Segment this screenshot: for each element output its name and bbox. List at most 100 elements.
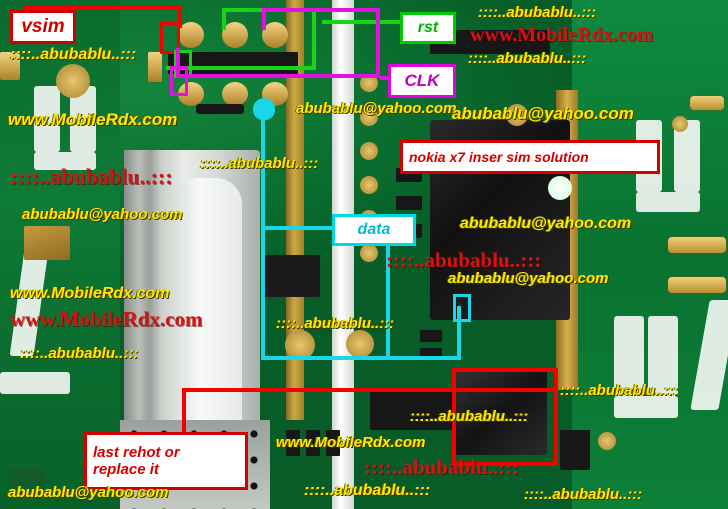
watermark-text: abubablu@yahoo.com xyxy=(22,206,183,223)
watermark-text: abubablu@yahoo.com xyxy=(8,484,169,501)
pcb-via xyxy=(548,176,572,200)
pcb-via xyxy=(598,432,616,450)
smd-resistor xyxy=(396,196,422,210)
watermark-text: www.MobileRdx.com xyxy=(10,307,203,331)
watermark-text: ::::..abubablu..::: xyxy=(468,50,587,67)
smd-component xyxy=(10,468,44,486)
pcb-via xyxy=(346,330,374,358)
trace-line-rst xyxy=(322,20,406,24)
watermark-text: abubablu@yahoo.com xyxy=(448,270,609,287)
watermark-text: www.MobileRdx.com xyxy=(10,285,170,302)
label-rehot-text: last rehot or replace it xyxy=(93,443,180,478)
small-ic xyxy=(262,255,320,297)
highlight-box-vsim xyxy=(160,22,180,54)
trace-line-fault xyxy=(182,388,556,392)
sim-pin xyxy=(178,22,204,48)
trace-line-rst xyxy=(222,8,226,30)
pcb-via xyxy=(56,64,90,98)
trace-line-vsim xyxy=(178,6,182,28)
trace-line-clk xyxy=(380,76,390,80)
watermark-text: ::::..abubablu..::: xyxy=(524,486,643,503)
silkscreen-mark xyxy=(648,316,678,396)
watermark-text: abubablu@yahoo.com xyxy=(460,215,632,232)
pcb-gold-trace xyxy=(286,0,304,420)
trace-line-data xyxy=(457,306,461,360)
pcb-via xyxy=(285,330,315,360)
trace-line-vsim xyxy=(24,6,182,10)
label-clk[interactable]: CLK xyxy=(388,64,456,98)
smd-resistor xyxy=(420,330,442,342)
pcb-shield-left xyxy=(124,150,154,450)
watermark-text: ::::..abubablu..::: xyxy=(364,455,520,479)
watermark-text: ::::..abubablu..::: xyxy=(200,155,319,172)
watermark-text: www.MobileRdx.com xyxy=(276,434,426,451)
watermark-text: ::::..abubablu..::: xyxy=(10,164,173,189)
spring-connector xyxy=(690,96,724,110)
watermark-text: ::::..abubablu..::: xyxy=(560,382,679,399)
smd-resistor xyxy=(286,430,300,456)
smd-component xyxy=(24,226,70,260)
watermark-text: ::::..abubablu..::: xyxy=(304,482,431,499)
watermark-text: ::::..abubablu..::: xyxy=(276,315,395,332)
watermark-text: abubablu@yahoo.com xyxy=(452,104,634,123)
trace-line-data xyxy=(261,226,337,230)
label-solution-title-text: nokia x7 inser sim solution xyxy=(409,148,589,165)
pcb-via xyxy=(360,142,378,160)
highlight-box-data xyxy=(453,294,471,322)
trace-line-clk xyxy=(376,8,380,78)
watermark-text: ::::..abubablu..::: xyxy=(386,248,542,272)
silkscreen-mark xyxy=(0,372,70,394)
sim-pin xyxy=(222,82,248,106)
label-clk-text: CLK xyxy=(404,71,440,91)
probe-dot-data xyxy=(253,98,275,120)
pcb-via xyxy=(360,108,378,126)
spring-connector xyxy=(668,237,726,253)
trace-line-fault xyxy=(182,388,186,434)
highlight-box-fault-ic xyxy=(452,368,558,466)
watermark-text: www.MobileRdx.com xyxy=(8,110,178,129)
silkscreen-mark xyxy=(614,396,678,418)
pcb-via xyxy=(506,104,528,126)
watermark-text: ::::..abubablu..::: xyxy=(410,408,529,425)
pcb-pad xyxy=(0,52,20,80)
trace-line-clk xyxy=(176,74,380,78)
pcb-via xyxy=(360,176,378,194)
label-data[interactable]: data xyxy=(332,214,416,246)
silkscreen-mark xyxy=(614,316,644,396)
sim-pin xyxy=(222,22,248,48)
pcb-via xyxy=(672,116,688,132)
watermark-text: ::::..abubablu..::: xyxy=(20,345,139,362)
connector-strip xyxy=(196,104,244,114)
pcb-via xyxy=(360,74,378,92)
silkscreen-mark xyxy=(34,152,96,170)
trace-line-clk xyxy=(176,48,180,78)
sim-pin xyxy=(262,22,288,48)
label-vsim[interactable]: vsim xyxy=(10,10,76,44)
highlight-box-clk xyxy=(170,66,188,96)
smd-ic xyxy=(370,388,456,430)
watermark-text: www.MobileRdx.com xyxy=(470,24,654,46)
watermark-text: ::::..abubablu..::: xyxy=(478,4,597,21)
smd-ic xyxy=(560,430,590,470)
pcb-via xyxy=(360,244,378,262)
smd-resistor xyxy=(306,430,320,456)
pcb-white-strip xyxy=(332,0,354,509)
power-ic xyxy=(455,370,547,455)
trace-line-rst xyxy=(166,66,316,70)
trace-line-rst xyxy=(312,8,316,70)
trace-line-data xyxy=(386,226,390,360)
trace-line-clk xyxy=(262,8,380,12)
trace-line-clk xyxy=(262,8,266,30)
silkscreen-mark xyxy=(34,86,60,152)
silkscreen-mark xyxy=(636,192,700,212)
smd-resistor xyxy=(326,430,340,456)
silkscreen-mark xyxy=(674,120,700,192)
pcb-right-region xyxy=(572,0,728,509)
label-rehot[interactable]: last rehot or replace it xyxy=(84,432,248,490)
label-solution-title[interactable]: nokia x7 inser sim solution xyxy=(400,140,660,174)
label-rst-text: rst xyxy=(417,18,439,36)
trace-line-data xyxy=(261,356,461,360)
trace-line-data xyxy=(261,110,265,360)
label-rst[interactable]: rst xyxy=(400,12,456,44)
